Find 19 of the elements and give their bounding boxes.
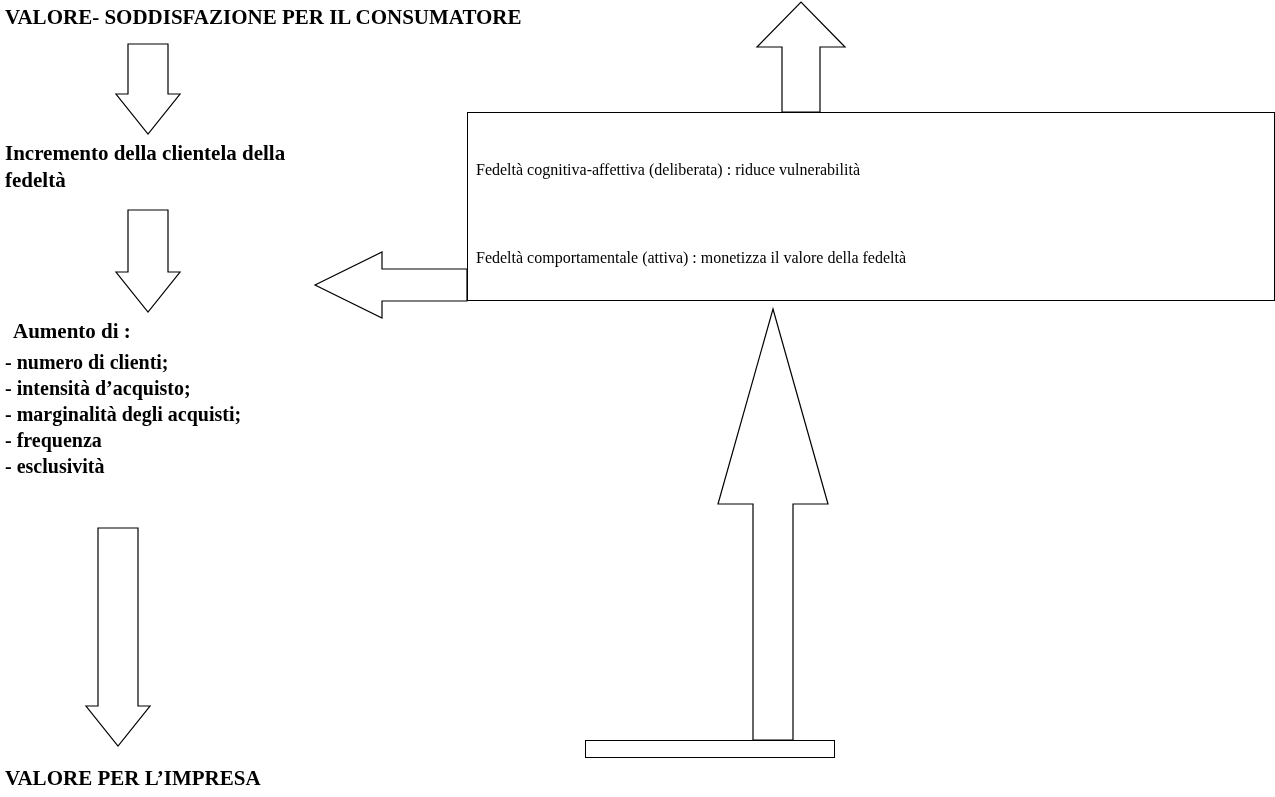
list-item: - numero di clienti;: [5, 350, 170, 375]
block-arrow: [114, 209, 182, 313]
heading-text: VALORE- SODDISFAZIONE PER IL CONSUMATORE: [5, 4, 523, 31]
block-arrow: [114, 43, 182, 135]
list-item: - marginalità degli acquisti;: [5, 402, 243, 427]
block-arrow: [717, 306, 829, 741]
list-item: - frequenza: [5, 428, 103, 453]
list-item: - intensità d’acquisto;: [5, 376, 192, 401]
block-arrow: [755, 1, 847, 113]
text-box: [467, 112, 1275, 301]
list-item: - esclusività: [5, 454, 106, 479]
list-heading: Aumento di :: [12, 318, 132, 345]
block-arrow: [313, 251, 468, 319]
heading-text: Incremento della clientela della fedeltà: [5, 140, 287, 194]
box-text: Fedeltà cognitiva-affettiva (deliberata) : riduce vulnerabilità: [476, 161, 860, 179]
heading-text: VALORE PER L’IMPRESA: [5, 765, 261, 792]
block-arrow: [84, 527, 152, 747]
box-text: Fedeltà comportamentale (attiva) : monetizza il valore della fedeltà: [476, 249, 907, 267]
base-bar: [585, 740, 835, 758]
